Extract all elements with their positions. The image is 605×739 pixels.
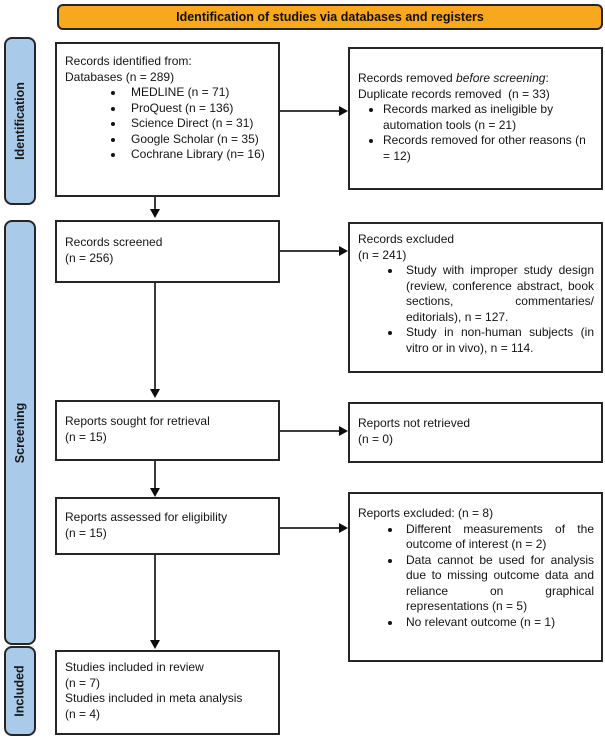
records-identified-line2: Databases (n = 289): [65, 69, 175, 84]
reports-not-retrieved-line1: Reports not retrieved: [358, 416, 471, 430]
arrow-assessed-to-included-line: [154, 555, 156, 641]
arrow-screened-to-excluded-line: [280, 250, 339, 252]
records-excluded-bullets: Study with improper study design (review…: [358, 263, 594, 356]
box-records-removed: Records removed before screening: Duplic…: [348, 47, 603, 190]
box-reports-not-retrieved: Reports not retrieved (n = 0): [348, 402, 603, 463]
arrow-identified-to-screened-line: [154, 197, 156, 210]
reports-assessed-line2: (n = 15): [65, 525, 107, 540]
bullet-item: MEDLINE (n = 71): [125, 85, 271, 101]
stage-identification-label: Identification: [13, 82, 27, 160]
stage-screening-label: Screening: [13, 402, 27, 463]
reports-excluded-line1: Reports excluded: (n = 8): [358, 506, 494, 520]
stage-identification: Identification: [4, 37, 36, 205]
arrow-assessed-to-reportsexcluded-head-icon: [339, 523, 348, 533]
arrow-identified-to-removed-head-icon: [339, 106, 348, 116]
banner-identification-of-studies: Identification of studies via databases …: [57, 4, 603, 30]
bullet-item: Study in non-human subjects (in vitro or…: [402, 325, 594, 356]
reports-assessed-line1: Reports assessed for eligibility: [65, 510, 228, 524]
stage-included: Included: [4, 646, 36, 736]
arrow-identified-to-screened-head-icon: [150, 209, 160, 218]
reports-sought-line2: (n = 15): [65, 429, 107, 444]
bullet-item: Different measurements of the outcome of…: [402, 522, 594, 553]
bullet-item: Study with improper study design (review…: [402, 263, 594, 325]
records-screened-line1: Records screened: [65, 235, 163, 249]
studies-included-line2: (n = 7): [65, 675, 101, 690]
records-removed-line2: Duplicate records removed (n = 33): [358, 86, 550, 101]
bullet-item: Science Direct (n = 31): [125, 116, 271, 132]
bullet-item: Records removed for other reasons (n = 1…: [383, 133, 594, 164]
arrow-identified-to-removed-line: [280, 110, 339, 112]
records-excluded-line2: (n = 241): [358, 247, 407, 262]
stage-screening: Screening: [4, 220, 36, 645]
box-records-screened: Records screened (n = 256): [55, 220, 280, 283]
records-identified-bullets: MEDLINE (n = 71)ProQuest (n = 136)Scienc…: [65, 85, 271, 163]
arrow-sought-to-notretrieved-line: [280, 430, 339, 432]
bullet-item: Data cannot be used for analysis due to …: [402, 553, 594, 615]
box-studies-included: Studies included in review (n = 7) Studi…: [55, 650, 280, 735]
studies-included-line3: Studies included in meta analysis: [65, 691, 243, 705]
reports-excluded-bullets: Different measurements of the outcome of…: [358, 522, 594, 631]
bullet-item: No relevant outcome (n = 1): [402, 615, 594, 631]
bullet-item: Google Scholar (n = 35): [125, 132, 271, 148]
arrow-screened-to-sought-head-icon: [150, 389, 160, 398]
box-reports-excluded: Reports excluded: (n = 8) Different meas…: [348, 492, 603, 662]
box-reports-sought: Reports sought for retrieval (n = 15): [55, 400, 280, 461]
bullet-item: Cochrane Library (n= 16): [125, 147, 271, 163]
records-identified-line1: Records identified from:: [65, 54, 192, 68]
records-excluded-line1: Records excluded: [358, 232, 455, 246]
studies-included-line1: Studies included in review: [65, 660, 204, 674]
box-reports-assessed: Reports assessed for eligibility (n = 15…: [55, 497, 280, 555]
reports-not-retrieved-line2: (n = 0): [358, 431, 394, 446]
records-screened-line2: (n = 256): [65, 250, 114, 265]
arrow-sought-to-notretrieved-head-icon: [339, 426, 348, 436]
bullet-item: ProQuest (n = 136): [125, 101, 271, 117]
arrow-assessed-to-included-head-icon: [150, 640, 160, 649]
banner-label: Identification of studies via databases …: [176, 10, 484, 24]
box-records-excluded: Records excluded (n = 241) Study with im…: [348, 222, 603, 373]
reports-sought-line1: Reports sought for retrieval: [65, 414, 210, 428]
arrow-sought-to-assessed-head-icon: [150, 488, 160, 497]
records-removed-bullets: Records marked as ineligible by automati…: [358, 102, 594, 164]
box-records-identified: Records identified from: Databases (n = …: [55, 42, 280, 197]
stage-included-label: Included: [13, 665, 27, 717]
arrow-sought-to-assessed-line: [154, 461, 156, 489]
records-removed-line1: Records removed before screening:: [358, 71, 549, 85]
studies-included-line4: (n = 4): [65, 706, 101, 721]
bullet-item: Records marked as ineligible by automati…: [383, 102, 594, 133]
arrow-screened-to-excluded-head-icon: [339, 246, 348, 256]
arrow-assessed-to-reportsexcluded-line: [280, 527, 339, 529]
arrow-screened-to-sought-line: [154, 283, 156, 390]
